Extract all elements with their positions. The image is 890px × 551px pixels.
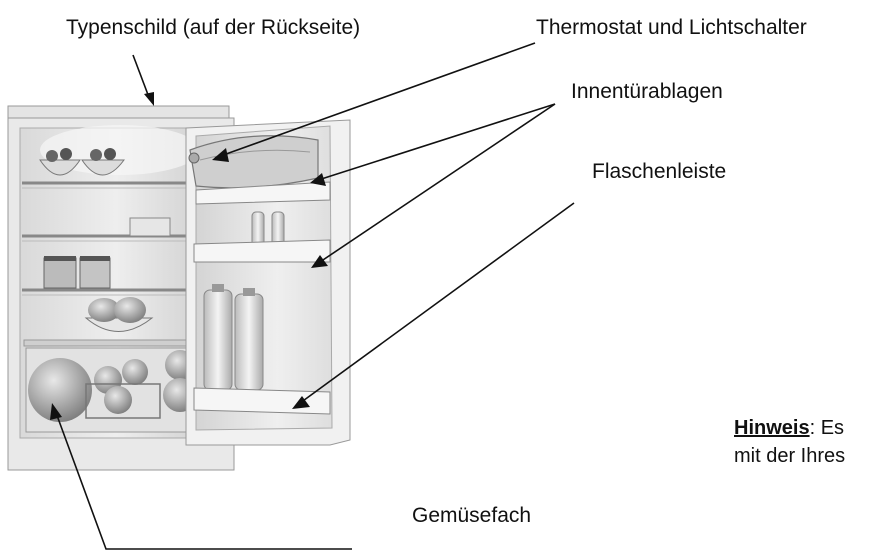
jars: [43, 256, 111, 289]
shelf-2: [22, 234, 210, 242]
hinweis-note: Hinweis: Es mit der Ihres: [734, 414, 845, 470]
shelf-1: [22, 181, 210, 189]
bowls: [39, 148, 125, 176]
note-line-2: mit der Ihres: [734, 445, 846, 467]
shelf-3: [22, 288, 210, 296]
label-typenschild: Typenschild (auf der Rückseite): [66, 16, 361, 39]
note-line-1: Hinweis: Es: [734, 414, 845, 442]
label-gemuesefach: Gemüsefach: [412, 504, 532, 527]
fridge-door: [185, 119, 351, 446]
label-thermostat-lichtschalter: Thermostat und Lichtschalter: [536, 16, 807, 39]
bottle-shelf: [193, 387, 331, 415]
callout-lines: [50, 42, 575, 550]
fruit-bowl: [84, 297, 154, 332]
note-lead: Hinweis: [734, 417, 810, 439]
vegetable-drawer: [25, 347, 209, 433]
label-flaschenleiste: Flaschenleiste: [592, 160, 727, 183]
note-line1-rest: : Es: [809, 417, 845, 439]
label-innentuerablagen: Innentürablagen: [571, 80, 723, 103]
door-shelf-1: [195, 181, 331, 205]
door-shelf-2: [193, 239, 331, 263]
